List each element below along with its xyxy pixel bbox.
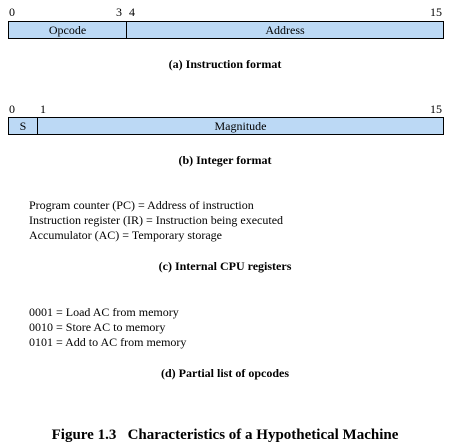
- registers-caption: (c) Internal CPU registers: [158, 259, 292, 273]
- sign-field: S: [19, 118, 27, 133]
- bit-label-15: 15: [430, 102, 442, 116]
- bit-label-1: 1: [40, 102, 46, 116]
- integer-format-bar: S Magnitude: [8, 117, 444, 135]
- register-line-pc: Program counter (PC) = Address of instru…: [29, 198, 254, 212]
- opcode-line-load: 0001 = Load AC from memory: [29, 305, 179, 319]
- instruction-format-bar: Opcode Address: [8, 21, 444, 39]
- integer-format-caption: (b) Integer format: [178, 153, 272, 167]
- register-line-ac: Accumulator (AC) = Temporary storage: [29, 228, 222, 242]
- opcode-line-add: 0101 = Add to AC from memory: [29, 335, 187, 349]
- bit-label-3: 3: [116, 5, 122, 19]
- instruction-format-caption: (a) Instruction format: [168, 57, 282, 71]
- bit-label-0: 0: [9, 102, 15, 116]
- bit-label-0: 0: [9, 5, 15, 19]
- figure-title: Figure 1.3 Characteristics of a Hypothet…: [51, 427, 399, 443]
- magnitude-field: Magnitude: [37, 118, 443, 134]
- opcodes-caption: (d) Partial list of opcodes: [161, 366, 289, 380]
- address-field: Address: [126, 22, 443, 38]
- bit-label-4: 4: [129, 5, 135, 19]
- register-line-ir: Instruction register (IR) = Instruction …: [29, 213, 284, 227]
- opcode-line-store: 0010 = Store AC to memory: [29, 320, 166, 334]
- opcode-field: Opcode: [48, 22, 87, 37]
- bit-label-15: 15: [430, 5, 442, 19]
